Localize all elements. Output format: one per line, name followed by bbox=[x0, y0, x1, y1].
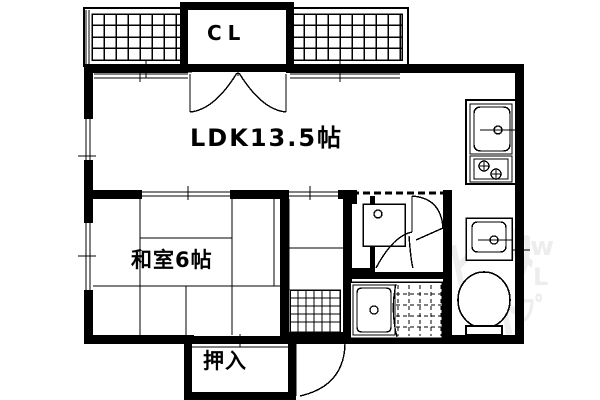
entrance-door bbox=[295, 343, 346, 397]
washitsu-room-label: 和室6帖 bbox=[131, 248, 213, 272]
ldk-washitsu-fusuma bbox=[142, 186, 340, 200]
oshiire-box bbox=[184, 334, 296, 400]
wash-basin-icon bbox=[465, 217, 513, 261]
ldk-room-label: LDK13.5帖 bbox=[190, 124, 344, 152]
svg-text:ﾌﾟ: ﾌﾟ bbox=[520, 293, 550, 328]
washing-machine-pan-icon bbox=[362, 203, 406, 247]
bathtub-icon bbox=[352, 284, 396, 336]
corridor-lines bbox=[288, 199, 343, 290]
bathroom bbox=[349, 281, 443, 339]
ldk-north-window bbox=[94, 68, 188, 82]
kitchen-sink-icon bbox=[469, 103, 516, 155]
windows bbox=[78, 68, 530, 292]
toilet-icon bbox=[457, 271, 511, 336]
oshiire-closet-label: 押入 bbox=[203, 349, 247, 373]
bath-floor-tile bbox=[396, 285, 442, 336]
svg-text:w: w bbox=[530, 232, 554, 262]
cl-double-door bbox=[189, 70, 287, 113]
kitchen-counter bbox=[465, 99, 517, 185]
bath-door bbox=[375, 195, 444, 269]
ldk-north-window-right bbox=[290, 68, 400, 82]
washitsu-west-window bbox=[78, 222, 96, 292]
entrance-genkan-tile bbox=[289, 289, 341, 333]
cl-closet-label: CL bbox=[207, 21, 247, 45]
washitsu-tatami-lines bbox=[93, 199, 280, 335]
closet-cl-box bbox=[180, 2, 294, 72]
svg-text:L: L bbox=[533, 263, 548, 291]
two-burner-stove-icon bbox=[469, 155, 513, 183]
toilet-east-window bbox=[510, 230, 530, 270]
ldk-west-window bbox=[78, 118, 96, 196]
